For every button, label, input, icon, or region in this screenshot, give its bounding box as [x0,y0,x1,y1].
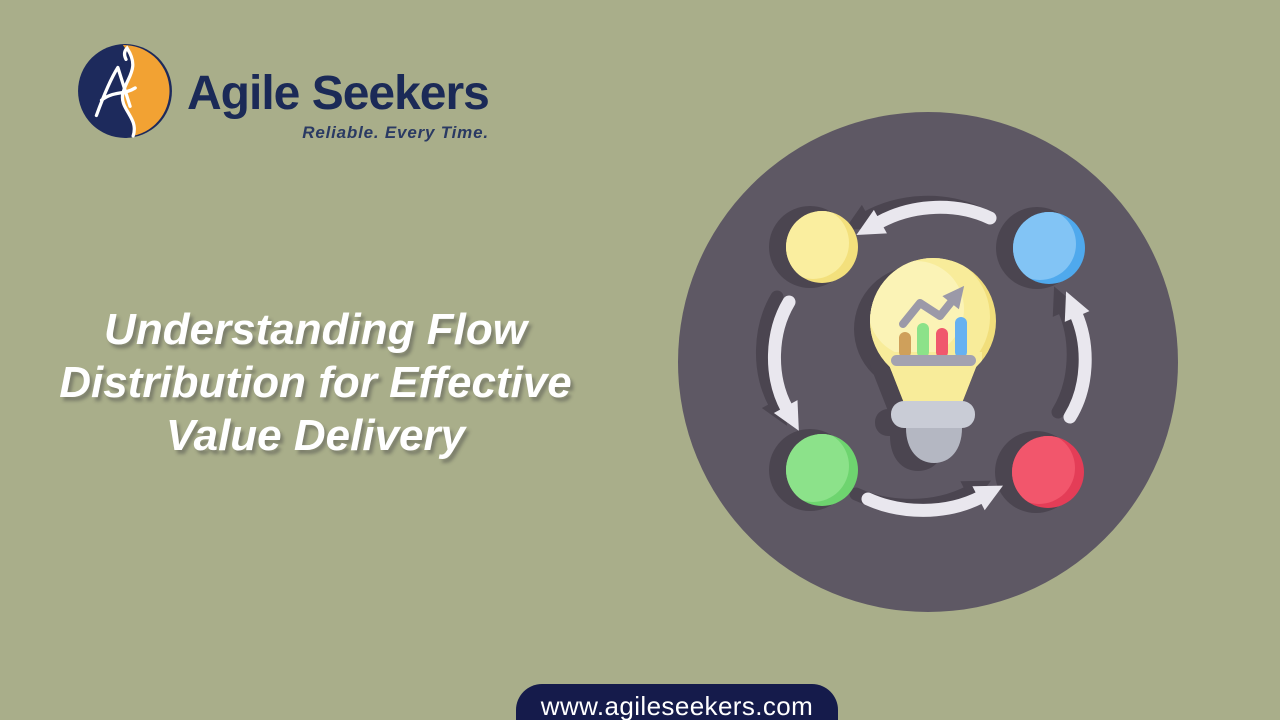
bulb-dome [906,428,962,463]
bar-3 [936,328,948,358]
title-line-1: Understanding Flow [104,305,527,354]
brand-name: Agile Seekers [187,67,490,120]
yellow-node-highlight [786,211,849,279]
agile-seekers-logo-icon [78,44,172,138]
blue-node-highlight [1013,212,1076,280]
bar-1 [899,332,911,358]
logo-letter-a [94,65,137,118]
bottom-arrow-icon [861,485,1004,517]
bulb-cap [891,401,975,428]
cycle-arrows [767,200,1092,517]
brand-tagline: Reliable. Every Time. [302,123,489,142]
flow-nodes [786,211,1085,508]
trend-line [899,285,965,328]
bar-4 [955,317,967,358]
bar-2 [917,323,929,358]
lightbulb-icon [870,258,996,463]
brand-text-block: Agile Seekers Reliable. Every Time. [187,42,490,143]
brand-header: Agile Seekers Reliable. Every Time. [76,42,490,143]
website-url[interactable]: www.agileseekers.com [540,691,814,720]
chart-baseline [891,355,976,366]
growth-chart-icon [891,285,976,366]
right-arrow-icon [1063,291,1092,424]
title-line-3: Value Delivery [165,411,466,460]
red-node-highlight [1012,436,1075,504]
page-title: Understanding Flow Distribution for Effe… [18,303,613,462]
top-arrow-icon [856,200,997,236]
green-node-highlight [786,434,849,502]
logo-swan-curve [120,45,136,138]
website-pill[interactable]: www.agileseekers.com [516,684,838,720]
left-arrow-icon [767,295,799,431]
title-line-2: Distribution for Effective [59,358,572,407]
